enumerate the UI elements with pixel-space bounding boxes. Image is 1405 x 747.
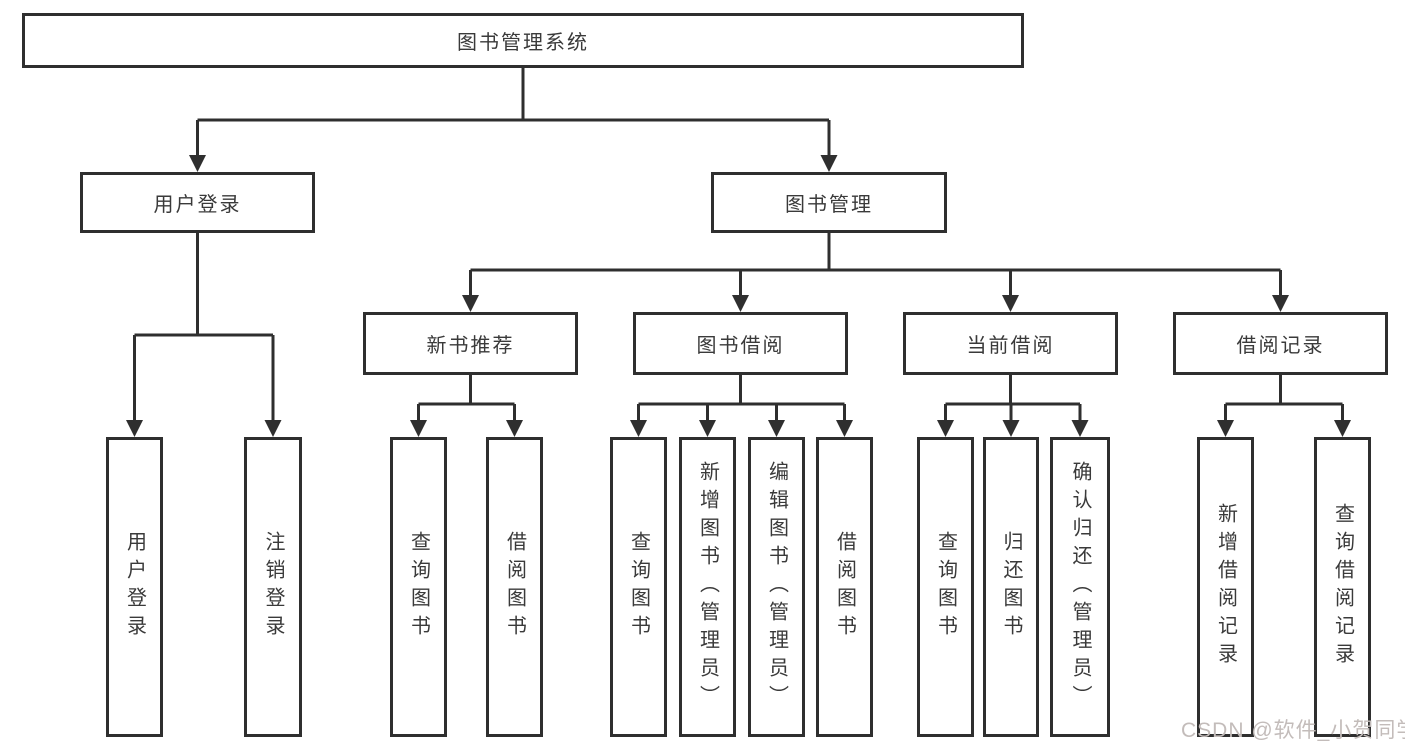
leaf-label: 确认归还（管理员） — [1069, 461, 1091, 713]
arrowheads — [126, 155, 1351, 437]
node-current-borrow: 当前借阅 — [903, 312, 1118, 375]
node-borrow-records: 借阅记录 — [1173, 312, 1388, 375]
leaf-user-login: 用户登录 — [106, 437, 163, 737]
leaf-borrow-query-books: 查询图书 — [610, 437, 667, 737]
leaf-label: 借阅图书 — [833, 531, 856, 643]
leaf-newrec-borrow-books: 借阅图书 — [486, 437, 543, 737]
leaf-newrec-query-books: 查询图书 — [390, 437, 447, 737]
node-library-management-system: 图书管理系统 — [22, 13, 1024, 68]
node-label: 借阅记录 — [1236, 335, 1325, 357]
leaf-label: 新增图书（管理员） — [696, 461, 719, 713]
leaf-label: 归还图书 — [1000, 531, 1022, 643]
leaf-label: 新增借阅记录 — [1214, 503, 1237, 671]
node-label: 图书管理系统 — [457, 32, 589, 54]
node-book-management: 图书管理 — [711, 172, 947, 233]
leaf-label: 查询图书 — [934, 531, 957, 643]
leaf-logout: 注销登录 — [244, 437, 302, 737]
leaf-label: 注销登录 — [262, 531, 284, 643]
leaf-current-query-books: 查询图书 — [917, 437, 974, 737]
leaf-label: 查询图书 — [627, 531, 650, 643]
node-label: 用户登录 — [153, 194, 242, 216]
leaf-label: 查询借阅记录 — [1331, 503, 1354, 671]
leaf-label: 借阅图书 — [503, 531, 526, 643]
node-label: 图书借阅 — [696, 335, 785, 357]
node-book-borrow: 图书借阅 — [633, 312, 848, 375]
leaf-label: 编辑图书（管理员） — [765, 461, 788, 713]
leaf-records-query-borrow-record: 查询借阅记录 — [1314, 437, 1371, 737]
leaf-borrow-edit-books-admin: 编辑图书（管理员） — [748, 437, 805, 737]
leaf-label: 查询图书 — [407, 531, 430, 643]
leaf-label: 用户登录 — [123, 531, 146, 643]
node-user-login: 用户登录 — [80, 172, 315, 233]
leaf-current-confirm-return-admin: 确认归还（管理员） — [1050, 437, 1110, 737]
leaf-borrow-add-books-admin: 新增图书（管理员） — [679, 437, 736, 737]
leaf-borrow-borrow-books: 借阅图书 — [816, 437, 873, 737]
node-label: 图书管理 — [785, 194, 873, 216]
leaf-records-add-borrow-record: 新增借阅记录 — [1197, 437, 1254, 737]
node-label: 新书推荐 — [426, 335, 515, 357]
node-label: 当前借阅 — [966, 335, 1055, 357]
leaf-current-return-books: 归还图书 — [983, 437, 1039, 737]
node-new-book-recommend: 新书推荐 — [363, 312, 578, 375]
csdn-watermark: CSDN @软件_小贺同学 — [1181, 719, 1405, 742]
